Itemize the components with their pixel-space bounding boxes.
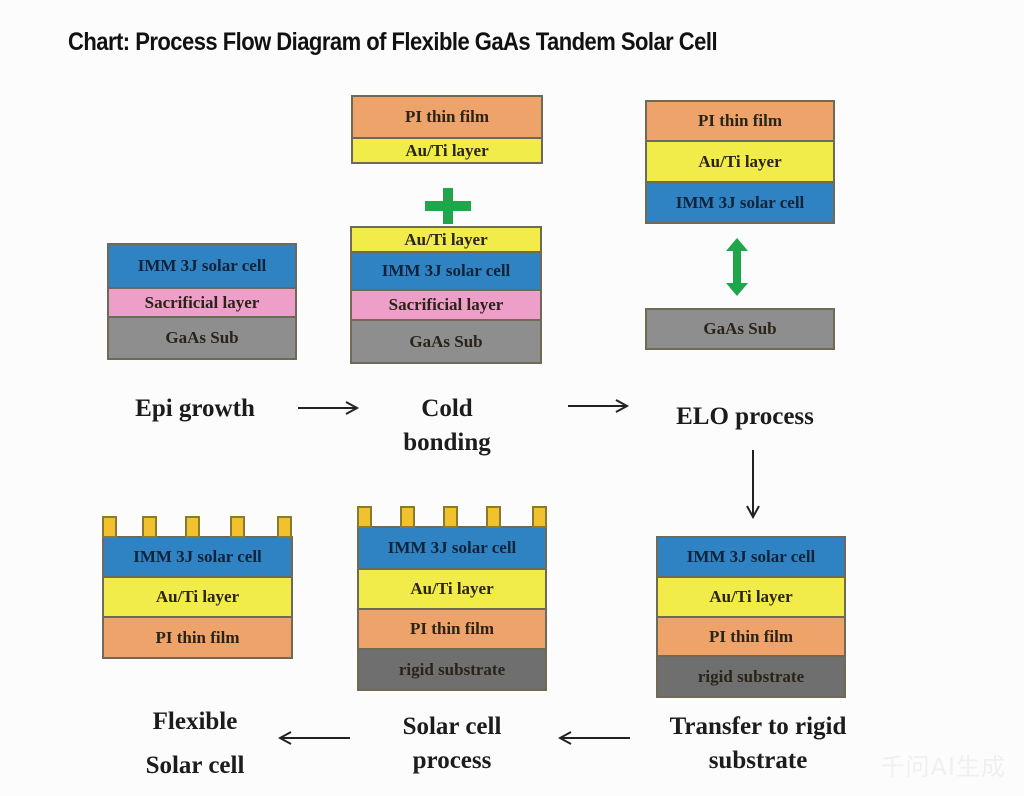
au-ti-layer: Au/Ti layer xyxy=(645,140,835,183)
label-line: Cold xyxy=(421,395,473,422)
imm-3j-layer: IMM 3J solar cell xyxy=(645,181,835,224)
contact-finger xyxy=(443,506,458,528)
step-label-transfer-to-rigid: Transfer to rigid substrate xyxy=(640,710,876,778)
plus-icon xyxy=(425,188,471,224)
step-label-solar-cell-process: Solar cell process xyxy=(372,710,532,778)
pi-thin-film-layer: PI thin film xyxy=(656,616,846,657)
au-ti-layer: Au/Ti layer xyxy=(350,226,542,253)
contact-finger xyxy=(486,506,501,528)
label-line: substrate xyxy=(708,747,808,774)
cold-bonding-top-stack: PI thin film Au/Ti layer xyxy=(351,95,543,164)
step-label-flexible-solar-cell: Flexible Solar cell xyxy=(110,700,280,788)
contact-finger xyxy=(400,506,415,528)
pi-thin-film-layer: PI thin film xyxy=(645,100,835,142)
elo-top-stack: PI thin film Au/Ti layer IMM 3J solar ce… xyxy=(645,100,835,224)
rigid-substrate-layer: rigid substrate xyxy=(656,655,846,698)
arrow-left-icon xyxy=(278,731,350,745)
label-line: Solar cell xyxy=(145,752,245,779)
rigid-substrate-layer: rigid substrate xyxy=(357,648,547,691)
contact-finger xyxy=(277,516,292,538)
flexible-solar-cell-stack: IMM 3J solar cell Au/Ti layer PI thin fi… xyxy=(102,516,293,659)
arrow-right-icon xyxy=(568,399,630,413)
step-label-cold-bonding: Cold bonding xyxy=(372,392,522,460)
elo-bottom-stack: GaAs Sub xyxy=(645,308,835,350)
epi-growth-stack: IMM 3J solar cell Sacrificial layer GaAs… xyxy=(107,243,297,360)
label-line: Flexible xyxy=(152,708,238,735)
imm-3j-layer: IMM 3J solar cell xyxy=(107,243,297,289)
front-contacts xyxy=(357,506,547,528)
pi-thin-film-layer: PI thin film xyxy=(351,95,543,139)
label-line: Transfer to rigid xyxy=(669,713,847,740)
watermark: 千问AI生成 xyxy=(880,753,1006,781)
au-ti-layer: Au/Ti layer xyxy=(357,568,547,610)
contact-finger xyxy=(357,506,372,528)
step-label-elo-process: ELO process xyxy=(676,403,814,430)
arrow-left-icon xyxy=(558,731,630,745)
gaas-sub-layer: GaAs Sub xyxy=(107,316,297,360)
diagram-title: Chart: Process Flow Diagram of Flexible … xyxy=(68,28,718,56)
arrow-right-icon xyxy=(298,401,360,415)
double-arrow-icon xyxy=(726,238,748,296)
label-line: process xyxy=(412,747,492,774)
imm-3j-layer: IMM 3J solar cell xyxy=(656,536,846,578)
sacrificial-layer: Sacrificial layer xyxy=(350,289,542,321)
imm-3j-layer: IMM 3J solar cell xyxy=(357,526,547,570)
au-ti-layer: Au/Ti layer xyxy=(656,576,846,618)
contact-finger xyxy=(142,516,157,538)
contact-finger xyxy=(185,516,200,538)
step-label-epi-growth: Epi growth xyxy=(135,395,255,422)
gaas-sub-layer: GaAs Sub xyxy=(350,319,542,364)
pi-thin-film-layer: PI thin film xyxy=(102,616,293,659)
solar-cell-process-stack: IMM 3J solar cell Au/Ti layer PI thin fi… xyxy=(357,506,547,691)
au-ti-layer: Au/Ti layer xyxy=(351,137,543,164)
contact-finger xyxy=(230,516,245,538)
label-line: Solar cell xyxy=(402,713,502,740)
sacrificial-layer: Sacrificial layer xyxy=(107,287,297,318)
contact-finger xyxy=(102,516,117,538)
label-line: bonding xyxy=(403,429,491,456)
contact-finger xyxy=(532,506,547,528)
imm-3j-layer: IMM 3J solar cell xyxy=(350,251,542,291)
gaas-sub-layer: GaAs Sub xyxy=(645,308,835,350)
front-contacts xyxy=(102,516,293,538)
arrow-down-icon xyxy=(746,450,760,520)
cold-bonding-bottom-stack: Au/Ti layer IMM 3J solar cell Sacrificia… xyxy=(350,226,542,364)
imm-3j-layer: IMM 3J solar cell xyxy=(102,536,293,578)
pi-thin-film-layer: PI thin film xyxy=(357,608,547,650)
au-ti-layer: Au/Ti layer xyxy=(102,576,293,618)
transfer-stack: IMM 3J solar cell Au/Ti layer PI thin fi… xyxy=(656,536,846,698)
